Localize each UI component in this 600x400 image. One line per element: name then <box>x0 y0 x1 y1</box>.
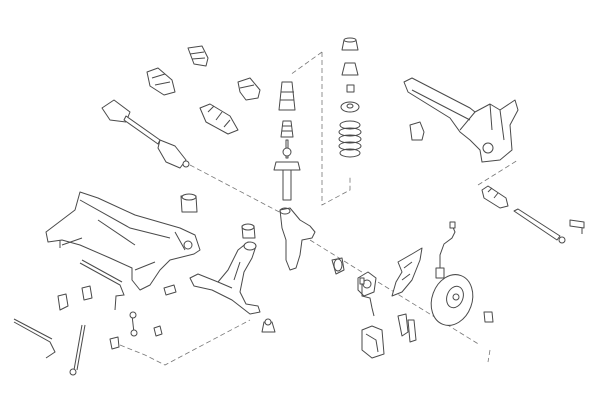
small-bushing <box>163 284 177 296</box>
cv-boot-2 <box>146 67 176 96</box>
brake-pads <box>397 313 417 343</box>
bump-stop <box>278 81 296 111</box>
stabilizer-link-1 <box>69 324 86 376</box>
hub-nut <box>483 311 494 323</box>
stabilizer-link-2 <box>129 311 138 337</box>
control-arm <box>189 241 261 315</box>
steering-knuckle <box>279 207 316 271</box>
tie-rod <box>513 208 566 244</box>
control-arm-bushing <box>241 223 256 239</box>
shock-absorber <box>273 139 301 201</box>
ball-joint <box>261 318 276 333</box>
stabilizer-bar-end <box>13 318 56 359</box>
rack-bushing <box>409 121 425 141</box>
brake-disc <box>430 274 474 326</box>
stabilizer-bushing-2 <box>57 293 69 311</box>
subframe <box>45 191 201 291</box>
steering-rack <box>403 77 519 163</box>
stabilizer-bar <box>79 259 125 311</box>
cv-boot-4 <box>199 103 239 135</box>
coil-spring <box>338 120 362 158</box>
drive-shaft <box>101 99 190 169</box>
spring-seat <box>340 101 360 113</box>
dust-cover <box>280 120 294 138</box>
brake-hose <box>359 277 375 317</box>
link-bushing-2 <box>109 336 120 350</box>
brake-caliper <box>361 325 385 359</box>
cv-boot-3 <box>237 77 261 101</box>
bearing <box>341 62 359 76</box>
tie-rod-end <box>569 219 585 234</box>
subframe-bushing <box>180 193 198 213</box>
cv-boot-1 <box>187 45 209 67</box>
tie-rod-boot <box>481 185 509 209</box>
wheel-bearing <box>331 257 345 275</box>
abs-sensor <box>435 221 456 279</box>
splash-shield <box>391 247 423 297</box>
nut <box>346 84 355 93</box>
stabilizer-bushing-1 <box>81 285 93 301</box>
link-bushing-1 <box>153 325 163 337</box>
top-mount <box>341 37 359 51</box>
